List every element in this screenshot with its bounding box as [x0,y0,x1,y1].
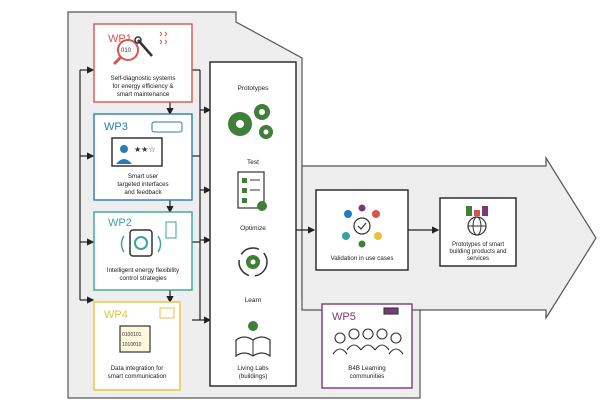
validation-box: Validation in use cases [315,189,409,271]
network-gears-icon [342,204,382,248]
wp4-line1: Data integration for [111,365,164,372]
process-prototypes-label: Prototypes [237,85,269,92]
living-labs-line2: (buildings) [239,373,268,380]
wp3-icon-stars: ★★☆ [134,145,156,154]
wp3-line2: targeted interfaces [117,181,168,188]
outcome-line2: building products and [449,249,506,255]
gears-icon [228,104,273,139]
wp1-icon-code: 010 [121,48,132,54]
wp2-line1: Intelligent energy flexibility [107,267,180,274]
living-labs-line1: Living Labs [237,365,268,372]
screen-user-icon: ★★☆ [111,137,163,167]
community-people-icon [332,307,404,355]
wp5-box: WP5 B4B Learning communities [321,303,413,389]
wp3-code: WP3 [104,121,128,133]
process-learn-label: Learn [245,297,262,304]
wp1-line1: Self-diagnostic systems [111,75,176,82]
wp4-code: WP4 [104,309,128,321]
wp5-line2: communities [350,373,385,380]
book-bulb-icon [235,321,271,358]
chip-data-icon: 0100101 1010010 [119,325,151,353]
outcome-line1: Prototypes of smart [452,242,504,248]
controller-icon [120,221,177,257]
checklist-icon [237,171,267,211]
wp2-code: WP2 [108,217,132,229]
wp2-box: WP2 Intelligent energy flexibility contr… [93,211,193,291]
wp3-box: WP3 ★★☆ Smart user targeted interfaces a… [93,113,193,201]
process-test-label: Test [247,159,259,166]
ac-unit-icon [151,121,183,133]
wp4-icon-bits2: 1010010 [122,342,142,348]
globe-building-icon [466,206,488,236]
outcome-line3: services [467,256,489,262]
cycle-gears-icon [238,247,268,277]
wp1-line2: for energy efficiency & [112,83,174,90]
process-column: Prototypes Test Optimize Learn [209,61,297,387]
wp4-line2: smart communication [108,373,167,380]
wp2-line2: control strategies [119,275,166,282]
wp4-box: WP4 0100101 1010010 Data integration for… [93,301,181,391]
wp1-line3: smart maintenance [117,91,170,98]
process-optimize-label: Optimize [240,225,266,232]
wp5-line1: B4B Learning [348,365,386,372]
wp3-line1: Smart user [128,173,158,180]
validation-label: Validation in use cases [331,255,394,262]
magnifier-wrench-icon: 010 [112,31,167,66]
wp3-line3: and feedback [124,189,162,196]
wp5-code: WP5 [332,311,356,323]
sensor-icon [159,307,175,319]
wp4-icon-bits1: 0100101 [122,332,142,338]
outcome-box: Prototypes of smart building products an… [439,197,517,267]
wp1-box: WP1 010 Self-diagnostic systems for ener… [93,23,193,103]
